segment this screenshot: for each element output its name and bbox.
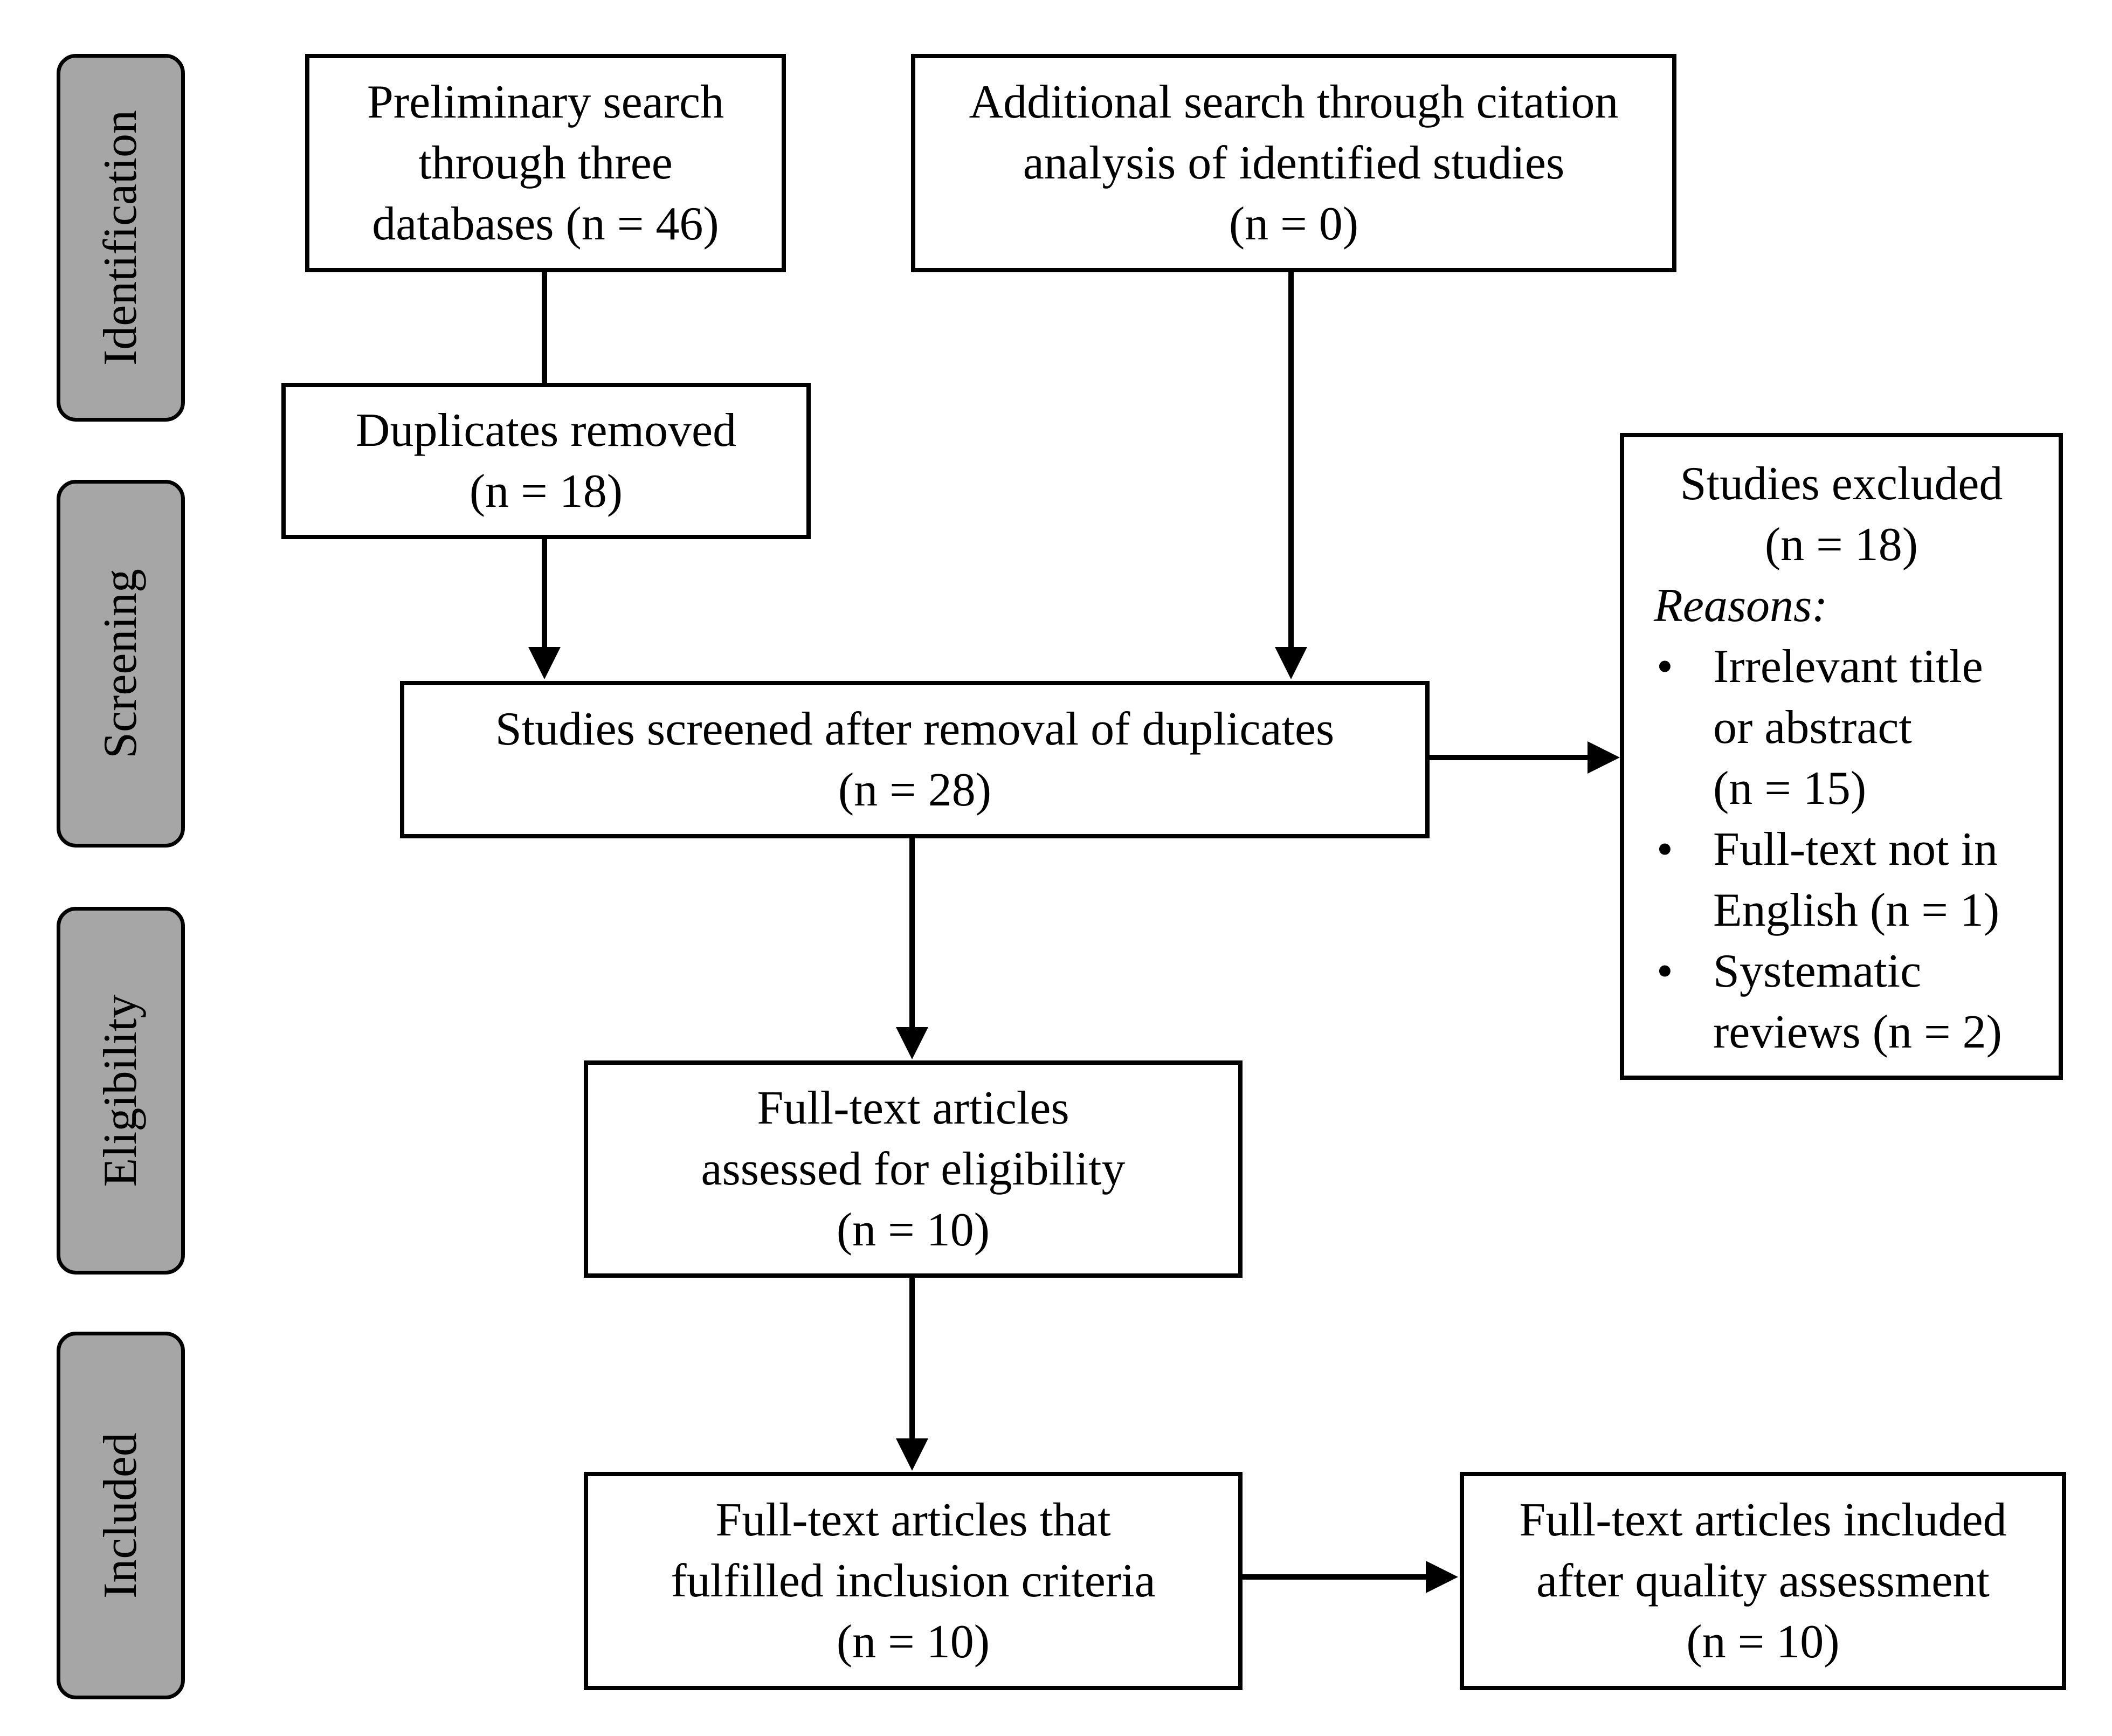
box-text-line: (n = 10) bbox=[836, 1204, 990, 1256]
box-text-line: Preliminary search bbox=[367, 76, 724, 128]
preliminary-search-box: Preliminary search through three databas… bbox=[305, 54, 786, 272]
box-text-line: (n = 10) bbox=[836, 1616, 990, 1668]
studies-screened-box: Studies screened after removal of duplic… bbox=[400, 681, 1430, 838]
reason-text-line: or abstract bbox=[1713, 701, 1912, 754]
bullet-icon: • bbox=[1657, 823, 1673, 876]
box-text-line: (n = 10) bbox=[1686, 1616, 1840, 1668]
stage-included-label: Included bbox=[94, 1432, 147, 1599]
stage-eligibility: Eligibility bbox=[57, 907, 185, 1275]
box-text-line: after quality assessment bbox=[1536, 1555, 1990, 1607]
box-text-line: (n = 0) bbox=[1228, 198, 1359, 250]
box-text-line: Studies screened after removal of duplic… bbox=[495, 703, 1335, 755]
inclusion-criteria-box: Full-text articles that fulfilled inclus… bbox=[584, 1472, 1243, 1690]
stage-eligibility-label: Eligibility bbox=[94, 994, 147, 1187]
reason-text-line: reviews (n = 2) bbox=[1713, 1006, 2002, 1058]
box-text-line: Full-text articles that bbox=[715, 1494, 1111, 1546]
bullet-icon: • bbox=[1657, 945, 1673, 997]
excluded-reason-item: • Irrelevant title or abstract (n = 15) bbox=[1624, 636, 2059, 819]
reason-text-line: (n = 15) bbox=[1713, 762, 1867, 815]
box-text-line: Full-text articles included bbox=[1519, 1494, 2007, 1546]
full-text-assessed-box: Full-text articles assessed for eligibil… bbox=[584, 1060, 1243, 1278]
box-text-line: (n = 18) bbox=[469, 465, 623, 518]
box-text-line: assessed for eligibility bbox=[701, 1143, 1126, 1195]
excluded-reason-item: • Full-text not in English (n = 1) bbox=[1624, 819, 2059, 941]
box-text-line: Full-text articles bbox=[757, 1082, 1069, 1134]
additional-search-box: Additional search through citation analy… bbox=[911, 54, 1676, 272]
excluded-title: Studies excluded bbox=[1680, 458, 2003, 510]
stage-identification-label: Identification bbox=[94, 109, 147, 366]
box-text-line: through three bbox=[418, 137, 673, 189]
reason-text-line: English (n = 1) bbox=[1713, 884, 2000, 936]
stage-included: Included bbox=[57, 1332, 185, 1699]
stage-screening: Screening bbox=[57, 480, 185, 848]
reason-text-line: Full-text not in bbox=[1713, 823, 1998, 876]
stage-identification: Identification bbox=[57, 54, 185, 422]
stage-screening-label: Screening bbox=[94, 569, 147, 759]
box-text-line: (n = 28) bbox=[838, 764, 992, 816]
box-text-line: databases (n = 46) bbox=[372, 198, 719, 250]
excluded-reason-item: • Systematic reviews (n = 2) bbox=[1624, 941, 2059, 1063]
reason-text-line: Irrelevant title bbox=[1713, 640, 1983, 693]
box-text-line: analysis of identified studies bbox=[1023, 137, 1565, 189]
box-text-line: fulfilled inclusion criteria bbox=[671, 1555, 1156, 1607]
excluded-count: (n = 18) bbox=[1764, 519, 1918, 571]
duplicates-removed-box: Duplicates removed (n = 18) bbox=[281, 383, 811, 539]
excluded-reasons-label: Reasons: bbox=[1654, 580, 1828, 632]
box-text-line: Duplicates removed bbox=[355, 404, 737, 457]
reason-text-line: Systematic bbox=[1713, 945, 1922, 997]
quality-assessment-box: Full-text articles included after qualit… bbox=[1460, 1472, 2066, 1690]
box-text-line: Additional search through citation bbox=[969, 76, 1619, 128]
studies-excluded-box: Studies excluded (n = 18) Reasons: • Irr… bbox=[1620, 433, 2063, 1080]
bullet-icon: • bbox=[1657, 640, 1673, 693]
